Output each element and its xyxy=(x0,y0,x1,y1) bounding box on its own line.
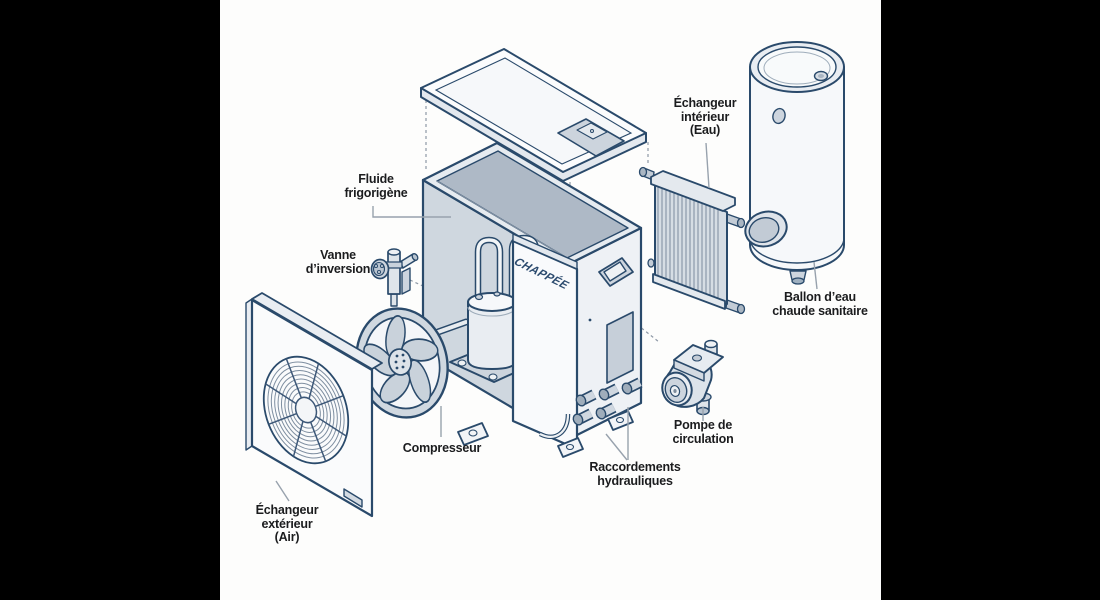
label-ballon: Ballon d’eau chaude sanitaire xyxy=(772,290,868,318)
label-line: intérieur xyxy=(680,109,730,124)
label-line: chaude sanitaire xyxy=(772,303,868,318)
water-tank xyxy=(744,41,845,285)
side-panel-details xyxy=(588,257,634,384)
diagram-canvas: CHAPPÉE xyxy=(220,0,881,600)
fan-grille xyxy=(262,355,350,465)
label-line: circulation xyxy=(672,431,734,446)
label-line: extérieur xyxy=(261,516,313,531)
label-line: Pompe de xyxy=(673,418,733,432)
unit-feet xyxy=(457,410,634,458)
front-panel: CHAPPÉE xyxy=(511,233,579,451)
label-line: Ballon d’eau xyxy=(784,290,856,304)
label-line: hydrauliques xyxy=(597,473,673,488)
fan-wheel xyxy=(355,307,449,419)
label-line: d’inversion xyxy=(305,261,371,276)
label-line: frigorigène xyxy=(344,185,408,200)
label-echangeur-interieur: Échangeur intérieur (Eau) xyxy=(673,96,737,138)
indoor-exchanger-radiator xyxy=(638,166,746,315)
diagram-svg: CHAPPÉE xyxy=(245,41,845,518)
label-line: Compresseur xyxy=(402,441,482,455)
label-line: Raccordements xyxy=(589,460,681,474)
circulation-pump xyxy=(661,339,724,416)
label-raccordements: Raccordements hydrauliques xyxy=(589,460,681,488)
label-echangeur-exterieur: Échangeur extérieur (Air) xyxy=(255,503,319,545)
label-line: Échangeur xyxy=(255,503,319,517)
label-fluide-frigorigene: Fluide frigorigène xyxy=(344,172,408,200)
top-cover xyxy=(420,48,647,182)
reversing-valve xyxy=(370,248,419,307)
leader-lines xyxy=(275,142,818,502)
outdoor-exchanger-panel xyxy=(245,292,383,518)
label-line: (Eau) xyxy=(689,123,721,138)
label-vanne-inversion: Vanne d’inversion xyxy=(305,248,371,276)
label-compresseur: Compresseur xyxy=(402,441,482,456)
label-line: (Air) xyxy=(274,530,300,545)
label-line: Fluide xyxy=(358,172,394,186)
hydraulic-connections xyxy=(538,377,643,440)
label-pompe: Pompe de circulation xyxy=(672,418,734,446)
label-line: Vanne xyxy=(320,248,356,262)
label-line: Échangeur xyxy=(673,96,737,110)
